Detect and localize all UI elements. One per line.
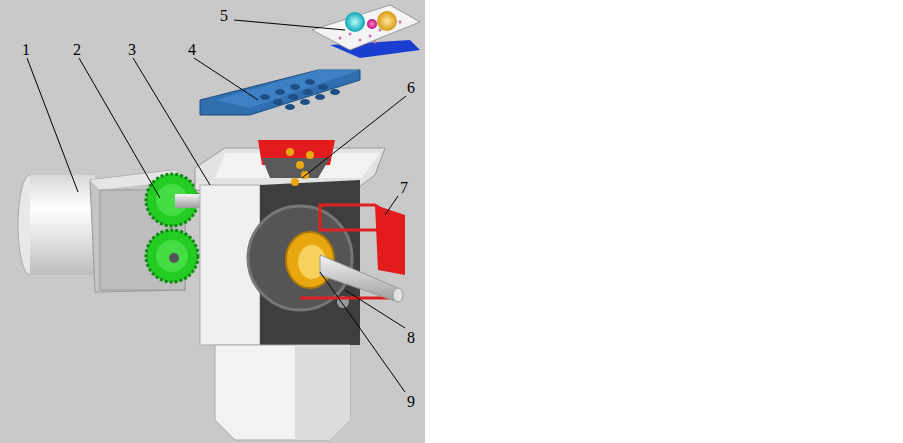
callout-number: 2 <box>73 42 81 58</box>
callout-number: 8 <box>407 330 415 346</box>
callout-number: 1 <box>22 42 30 58</box>
callout-number: 7 <box>400 180 408 196</box>
callout-number: 6 <box>407 80 415 96</box>
callout-number: 9 <box>407 394 415 410</box>
callout-number: 4 <box>188 42 196 58</box>
callout-number: 3 <box>128 42 136 58</box>
callout-number: 5 <box>220 8 228 24</box>
